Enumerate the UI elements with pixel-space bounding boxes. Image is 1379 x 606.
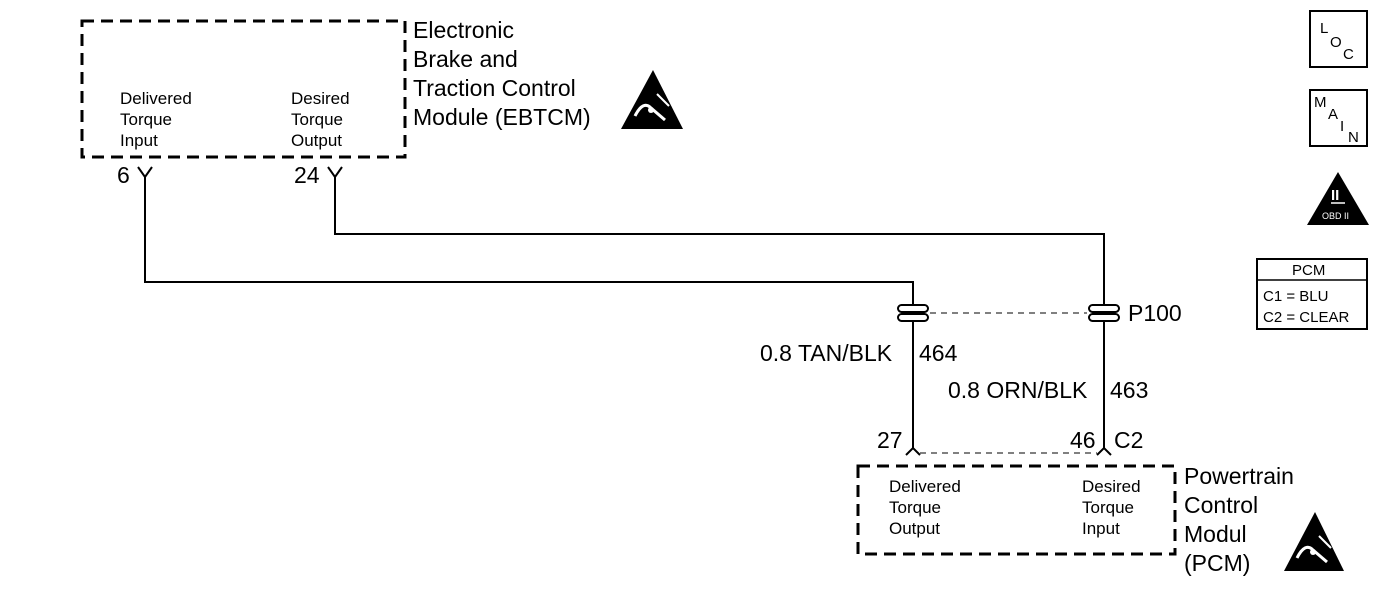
pcm-left-label: Delivered Torque Output	[889, 477, 966, 538]
pcm-table-row: C1 = BLU	[1263, 288, 1328, 305]
ebtcm-title: Electronic Brake and Traction Control Mo…	[413, 17, 591, 130]
svg-text:II: II	[1331, 187, 1339, 204]
pcm-module-box	[856, 464, 1177, 556]
ebtcm-pin-6-symbol	[137, 166, 153, 179]
main-icon: M A I N	[1309, 89, 1368, 147]
svg-text:I: I	[1340, 118, 1344, 135]
svg-text:C: C	[1343, 46, 1354, 63]
connector-p100-label: P100	[1128, 300, 1182, 326]
pcm-table-title: PCM	[1292, 262, 1325, 279]
pcm-pin-27-label: 27	[877, 427, 903, 453]
svg-text:OBD II: OBD II	[1322, 211, 1349, 221]
ebtcm-module-box	[80, 19, 407, 159]
wire-464-upper	[144, 177, 914, 305]
connector-p100-left	[897, 304, 929, 322]
wire-463-upper	[334, 177, 1105, 305]
pcm-title: Powertrain Control Modul (PCM)	[1184, 463, 1300, 576]
svg-text:M: M	[1314, 94, 1327, 111]
esd-icon	[621, 70, 683, 129]
pcm-pin-27-symbol	[905, 446, 921, 456]
wire-463-desc: 0.8 ORN/BLK	[948, 377, 1088, 403]
wire-464-desc: 0.8 TAN/BLK	[760, 340, 893, 366]
ebtcm-right-label: Desired Torque Output	[291, 89, 354, 150]
connector-p100-right	[1088, 304, 1120, 322]
ebtcm-pin-24-symbol	[327, 166, 343, 179]
wire-463-circuit: 463	[1110, 377, 1148, 403]
svg-text:L: L	[1320, 20, 1328, 37]
esd-icon	[1284, 512, 1344, 571]
ebtcm-left-label: Delivered Torque Input	[120, 89, 197, 150]
pcm-pin-46-label: 46	[1070, 427, 1096, 453]
svg-text:N: N	[1348, 129, 1359, 146]
svg-text:O: O	[1330, 34, 1342, 51]
pcm-right-label: Desired Torque Input	[1082, 477, 1145, 538]
svg-text:A: A	[1328, 106, 1338, 123]
pcm-pin-46-symbol	[1096, 446, 1112, 456]
pcm-connector-label: C2	[1114, 427, 1143, 453]
pcm-table-row: C2 = CLEAR	[1263, 309, 1349, 326]
pcm-connector-table: PCM C1 = BLU C2 = CLEAR	[1256, 258, 1368, 330]
loc-icon: L O C	[1309, 10, 1368, 68]
ebtcm-pin-24-label: 24	[294, 162, 320, 188]
ebtcm-pin-6-label: 6	[117, 162, 130, 188]
obd-ii-icon: II OBD II	[1307, 172, 1369, 225]
wire-464-circuit: 464	[919, 340, 958, 366]
